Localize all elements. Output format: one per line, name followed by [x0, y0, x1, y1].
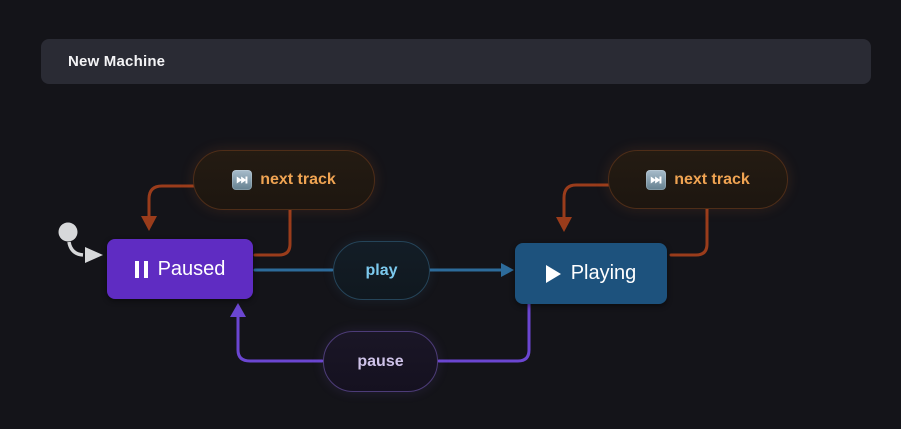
state-node-paused[interactable]: Paused [107, 239, 253, 299]
edge-pause-arrowhead [230, 303, 246, 317]
event-label-next-track: next track [674, 170, 750, 188]
machine-title-bar[interactable]: New Machine [41, 39, 871, 84]
edge-next-track-playing-out [669, 204, 709, 257]
play-icon [545, 264, 561, 283]
edge-play-arrowhead [501, 263, 514, 277]
machine-title: New Machine [68, 53, 166, 70]
event-pill-next-track-paused[interactable]: next track [193, 150, 375, 210]
edge-next-track-paused-out [253, 206, 292, 257]
edge-next-track-playing-arrowhead [556, 217, 572, 232]
state-label-playing: Playing [570, 262, 637, 284]
edge-next-track-paused-arrowhead [141, 216, 157, 231]
state-node-playing[interactable]: Playing [515, 243, 667, 304]
next-track-emoji-icon [646, 169, 667, 190]
event-label-pause: pause [357, 352, 404, 370]
state-label-paused: Paused [157, 257, 226, 280]
initial-state-arrow [67, 241, 84, 257]
initial-state-arrowhead [85, 247, 103, 263]
pause-icon [134, 260, 148, 278]
initial-state-marker [58, 222, 103, 263]
edge-next-track-playing-in [562, 183, 612, 221]
edge-pause-left-segment [236, 314, 324, 363]
next-track-emoji-icon [232, 170, 253, 190]
event-pill-play[interactable]: play [333, 241, 430, 300]
initial-state-dot [58, 222, 78, 242]
event-pill-pause[interactable]: pause [323, 331, 438, 392]
edge-pause-right-segment [437, 302, 531, 363]
event-label-next-track: next track [260, 171, 336, 188]
edge-next-track-paused-in [147, 184, 199, 220]
event-label-play: play [365, 261, 398, 279]
event-pill-next-track-playing[interactable]: next track [608, 150, 788, 209]
